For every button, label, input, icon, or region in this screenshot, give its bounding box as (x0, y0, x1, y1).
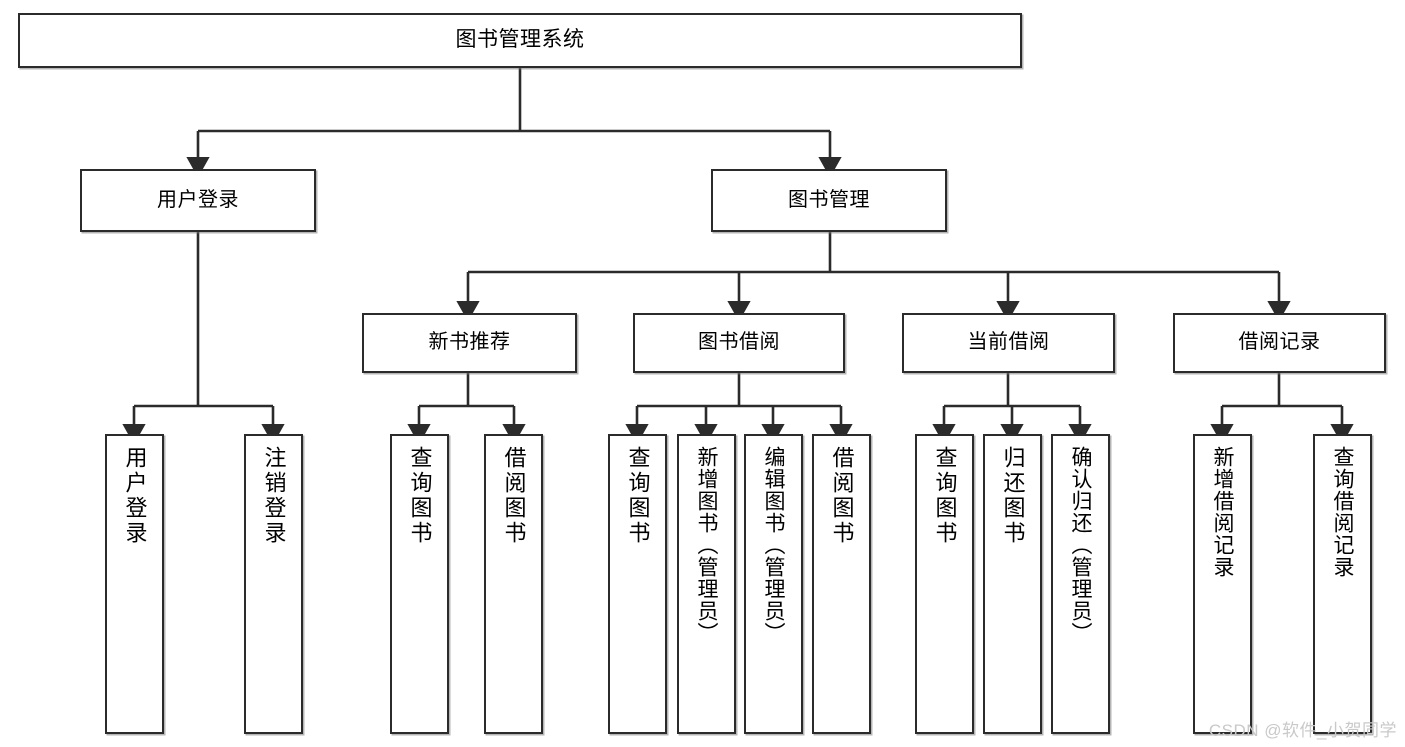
node-label: 归还图书 (1000, 446, 1026, 546)
leaf-book-borrow-borrow[interactable]: 借阅图书 (812, 434, 871, 734)
leaf-user-login-logout[interactable]: 注销登录 (244, 434, 303, 734)
node-label: 查询借阅记录 (1331, 446, 1354, 578)
node-book-borrowing[interactable]: 图书借阅 (633, 313, 845, 373)
leaf-borrow-record-add[interactable]: 新增借阅记录 (1193, 434, 1252, 734)
leaf-current-borrow-return[interactable]: 归还图书 (983, 434, 1042, 734)
node-new-book-recommendation[interactable]: 新书推荐 (362, 313, 577, 373)
node-label: 确认归还（管理员） (1069, 446, 1092, 644)
node-label: 借阅图书 (501, 446, 527, 546)
leaf-borrow-record-query[interactable]: 查询借阅记录 (1313, 434, 1372, 734)
node-label: 新增图书（管理员） (695, 446, 718, 644)
leaf-user-login-login[interactable]: 用户登录 (105, 434, 164, 734)
node-label: 注销登录 (261, 446, 287, 546)
leaf-current-borrow-confirm-return-admin[interactable]: 确认归还（管理员） (1051, 434, 1110, 734)
node-label: 借阅记录 (1238, 331, 1321, 354)
leaf-new-book-query[interactable]: 查询图书 (390, 434, 449, 734)
node-label: 新书推荐 (428, 331, 511, 354)
node-label: 新增借阅记录 (1211, 446, 1234, 578)
node-label: 用户登录 (122, 446, 148, 546)
node-label: 图书管理系统 (455, 28, 585, 52)
leaf-book-borrow-edit-admin[interactable]: 编辑图书（管理员） (744, 434, 803, 734)
leaf-book-borrow-query[interactable]: 查询图书 (608, 434, 667, 734)
node-book-management[interactable]: 图书管理 (711, 169, 947, 232)
node-label: 查询图书 (407, 446, 433, 546)
node-label: 查询图书 (625, 446, 651, 546)
node-label: 查询图书 (932, 446, 958, 546)
leaf-current-borrow-query[interactable]: 查询图书 (915, 434, 974, 734)
node-label: 借阅图书 (829, 446, 855, 546)
node-root-book-management-system[interactable]: 图书管理系统 (18, 13, 1022, 68)
node-borrowing-records[interactable]: 借阅记录 (1173, 313, 1386, 373)
node-label: 当前借阅 (967, 331, 1050, 354)
node-label: 用户登录 (157, 188, 239, 211)
leaf-book-borrow-add-admin[interactable]: 新增图书（管理员） (677, 434, 736, 734)
leaf-new-book-borrow[interactable]: 借阅图书 (484, 434, 543, 734)
node-label: 图书借阅 (698, 331, 780, 354)
node-current-borrowing[interactable]: 当前借阅 (902, 313, 1115, 373)
node-label: 图书管理 (788, 188, 870, 211)
node-user-login[interactable]: 用户登录 (80, 169, 316, 232)
node-label: 编辑图书（管理员） (762, 446, 785, 644)
